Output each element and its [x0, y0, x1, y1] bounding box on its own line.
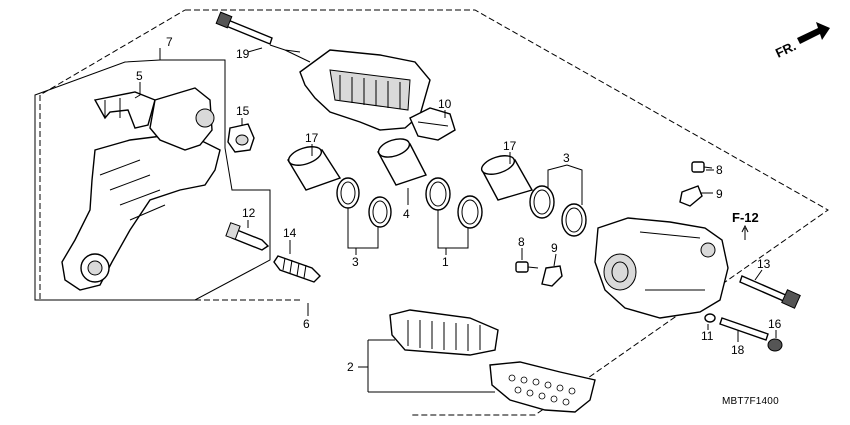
piston-middle [376, 138, 427, 186]
cap-16 [767, 338, 783, 352]
callout-18: 18 [731, 343, 745, 357]
callout-10: 10 [438, 97, 452, 111]
callout-8-right: 8 [716, 163, 723, 177]
pad-retainer-clip [93, 91, 156, 129]
seal-ring-middle-a [425, 177, 451, 211]
leader-lines [134, 44, 777, 393]
callout-6: 6 [303, 317, 310, 331]
bleeder-cap-middle [541, 265, 563, 287]
callout-9-right: 9 [716, 187, 723, 201]
callout-13: 13 [757, 257, 771, 271]
callout-16: 16 [768, 317, 782, 331]
callout-17-left: 17 [305, 131, 319, 145]
piston-left [286, 146, 342, 191]
front-direction-indicator: FR. [773, 22, 830, 61]
seal-ring-right-b [561, 203, 587, 237]
callout-3-upper-right: 3 [563, 151, 570, 165]
brake-pad-lower [489, 361, 596, 413]
seal-ring-left-a [336, 177, 360, 209]
callout-11: 11 [701, 329, 714, 343]
caliper-body-upper [299, 49, 431, 131]
diagram-code: MBT7F1400 [722, 396, 779, 407]
caliper-bolt [215, 11, 273, 45]
callout-19: 19 [236, 47, 250, 61]
callout-17-right: 17 [503, 139, 517, 153]
callout-7: 7 [166, 35, 173, 49]
fr-arrow-icon [797, 22, 830, 44]
brake-pad-upper [389, 309, 499, 356]
callout-labels: 19 7 5 15 10 17 17 3 8 9 4 F-12 12 14 8 … [136, 35, 782, 374]
caliper-body-lower [594, 217, 729, 319]
callout-2: 2 [347, 360, 354, 374]
callout-5: 5 [136, 69, 143, 83]
seal-ring-middle-b [457, 195, 483, 229]
callout-9-middle: 9 [551, 241, 558, 255]
callout-12: 12 [242, 206, 256, 220]
pad-spring [409, 107, 456, 141]
bleeder-cap-right [679, 185, 703, 207]
slide-pin [225, 222, 270, 251]
callout-1: 1 [442, 255, 449, 269]
seal-ring-left-b [368, 196, 392, 228]
callout-15: 15 [236, 104, 250, 118]
assembly-boundary [39, 9, 829, 416]
bleeder-screw-middle [515, 261, 539, 273]
fr-label: FR. [773, 38, 798, 60]
pin-18 [719, 317, 769, 341]
ref-f12: F-12 [732, 210, 759, 225]
callout-14: 14 [283, 226, 297, 240]
pin-bolt-13 [739, 275, 801, 309]
callout-4: 4 [403, 207, 410, 221]
pin-boot [227, 123, 255, 153]
pin-boot-14 [273, 255, 321, 283]
seal-ring-right-a [529, 185, 555, 219]
bracket-group-outline [34, 59, 271, 301]
caliper-bracket [61, 134, 221, 291]
washer [704, 313, 716, 323]
callout-8-middle: 8 [518, 235, 525, 249]
piston-right [480, 155, 534, 201]
callout-3-left: 3 [352, 255, 359, 269]
bracket-pin-holder [149, 87, 215, 151]
bleeder-screw-right [691, 161, 713, 173]
